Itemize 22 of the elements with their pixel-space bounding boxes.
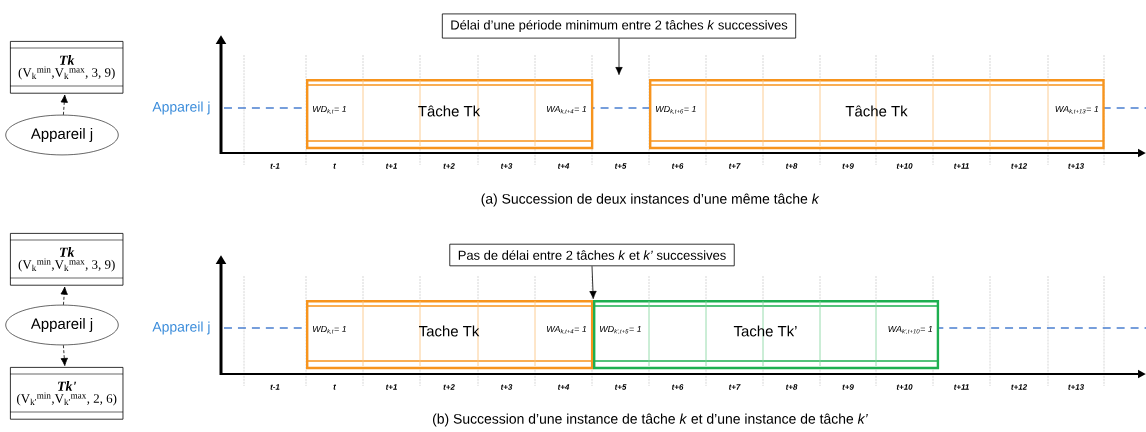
arrow: [589, 265, 597, 299]
device-label: Appareil j: [152, 101, 210, 115]
arrow: [60, 94, 68, 116]
caption: (b) Succession d’une instance de tâche k et d’une instance de tâche k’: [433, 413, 868, 427]
variable-label: WD$_{k,t}$= 1: [311, 104, 348, 116]
callout-box: Pas de délai entre 2 tâches k et k’ successives: [449, 243, 735, 267]
variable-label: WD$_{k,t+6}$= 1: [654, 104, 698, 116]
variable-label: WA$_{k',t+10}$= 1: [886, 324, 934, 336]
variable-label: WD$_{k,t}$= 1: [311, 324, 348, 336]
device-label: Appareil j: [152, 321, 210, 335]
variable-label: WD$_{k',t+5}$= 1: [598, 324, 643, 336]
class-box: Tk (V$_{k}$$^{min}$,V$_{k}$$^{max}$, 3, 9): [9, 233, 124, 286]
variable-label: WA$_{k,t+4}$= 1: [545, 104, 588, 116]
arrow: [60, 344, 68, 366]
variable-label: WA$_{k,t+13}$= 1: [1053, 104, 1100, 116]
arrow: [615, 38, 623, 75]
class-box: Tk' (V$_{k'}$$^{min}$,V$_{k'}$$^{max}$, 2, 6): [9, 367, 124, 420]
arrow: [60, 286, 68, 306]
class-box: Tk (V$_{k}$$^{min}$,V$_{k}$$^{max}$, 3, 9): [9, 41, 124, 94]
variable-label: WA$_{k,t+4}$= 1: [545, 324, 588, 336]
callout-box: Délai d’une période minimum entre 2 tâches k successives: [441, 13, 797, 39]
caption: (a) Succession de deux instances d’une même tâche k: [481, 193, 820, 207]
